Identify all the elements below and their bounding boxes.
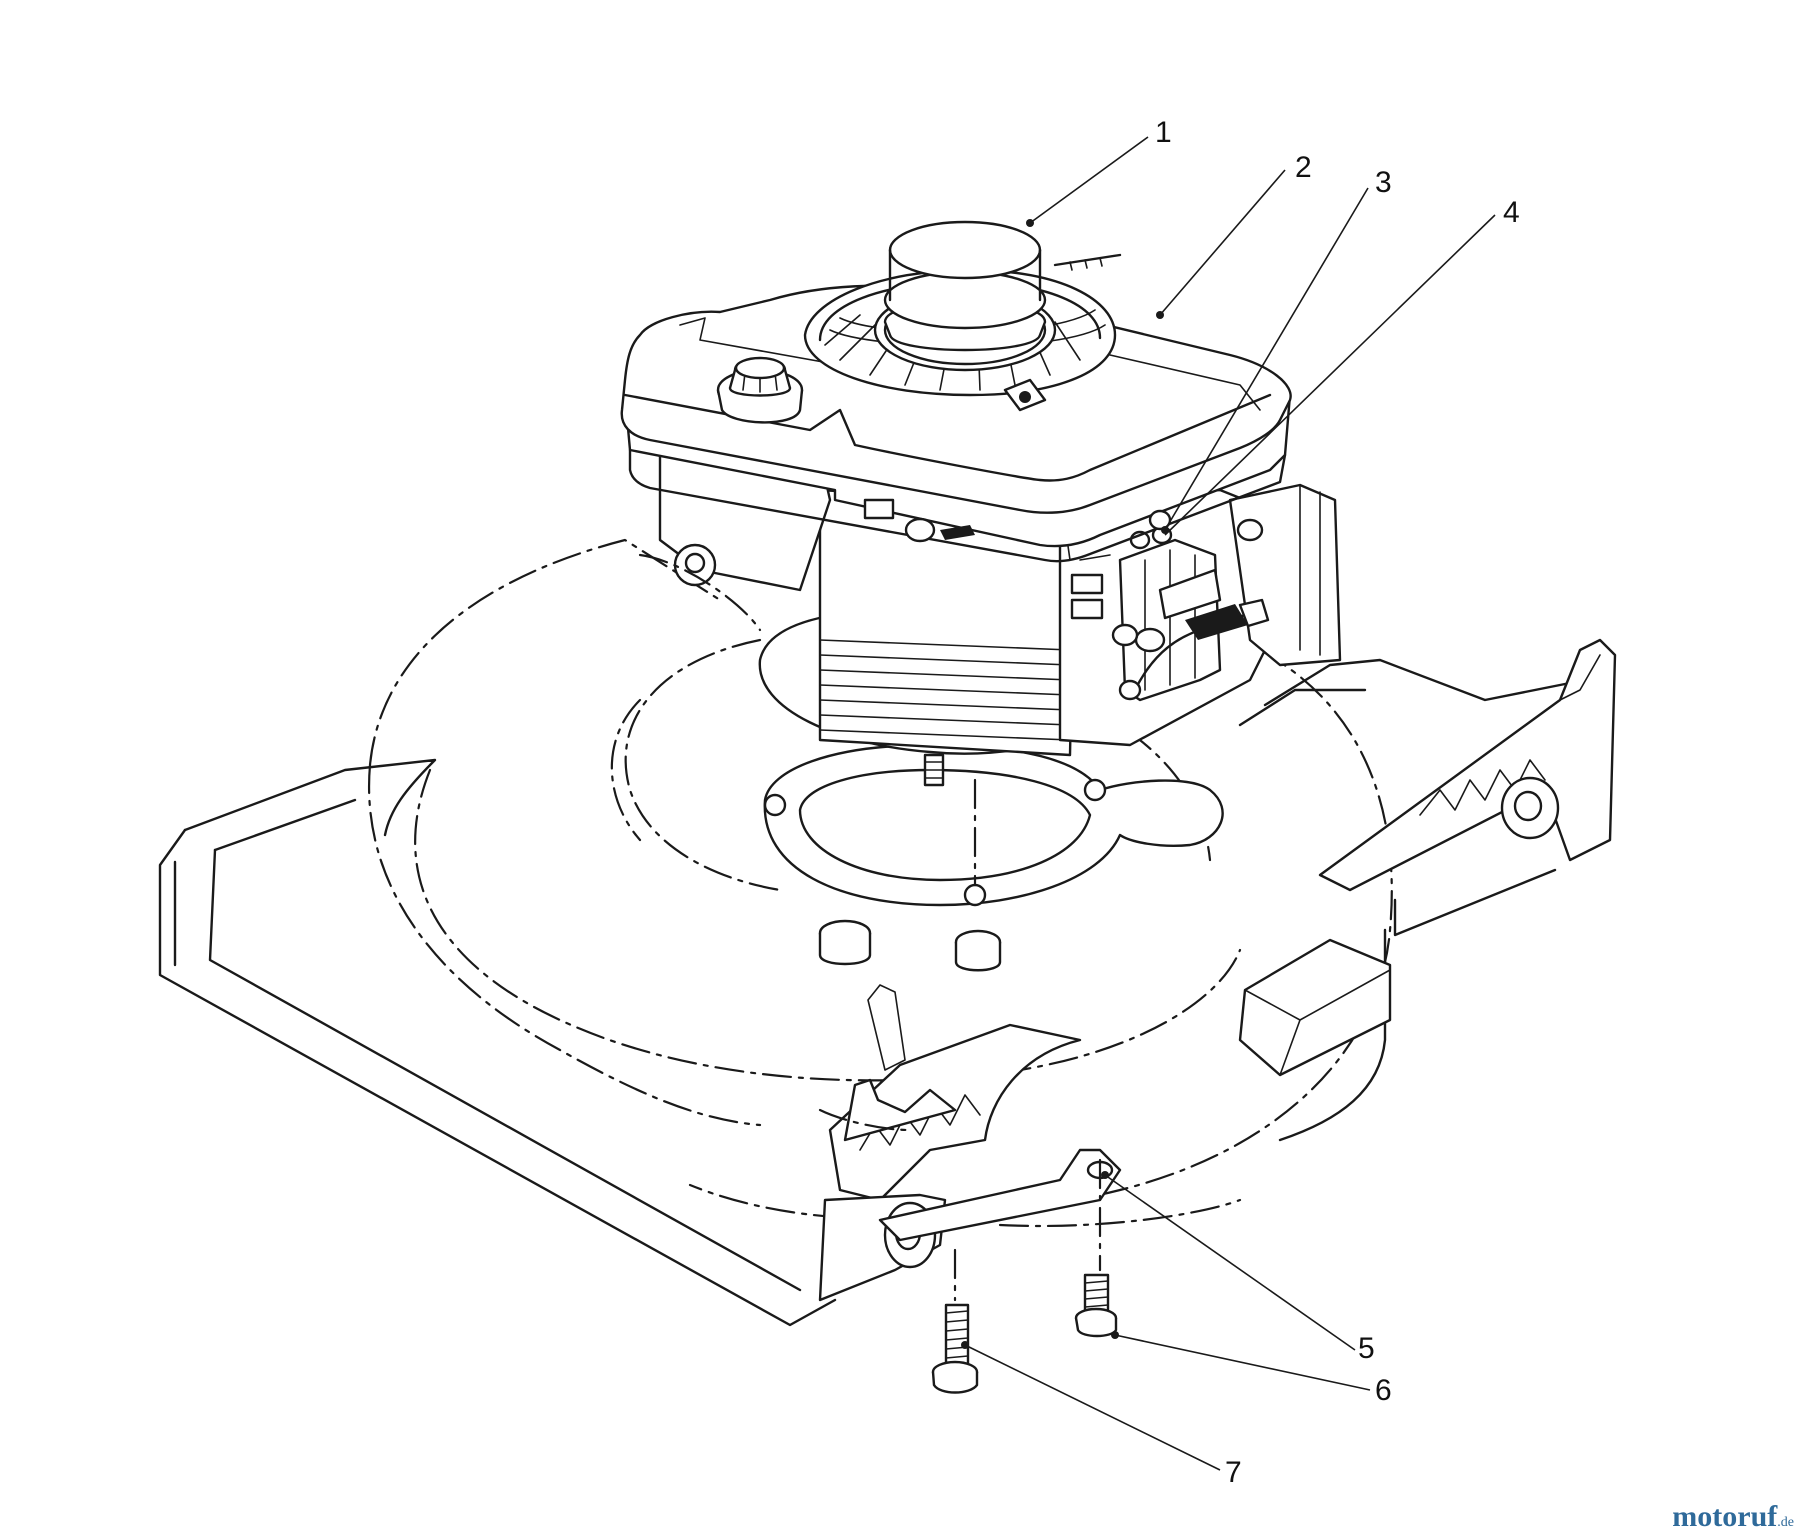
callout-1: 1 [1155,116,1172,149]
watermark-main-text: motoruf [1672,1500,1778,1533]
leader-lines [961,136,1496,1471]
callout-6: 6 [1375,1374,1392,1407]
mower-deck [158,538,1617,1327]
motoruf-watermark-logo: motoruf.de [1672,1502,1794,1532]
callout-labels: 1 2 3 4 5 6 7 [1155,116,1520,1489]
watermark-tld-text: .de [1777,1515,1794,1530]
bolt-6 [1074,1158,1118,1338]
callout-5: 5 [1358,1332,1375,1365]
engine-assembly [620,220,1342,787]
callout-2: 2 [1295,151,1312,184]
callout-3: 3 [1375,166,1392,199]
callout-7: 7 [1225,1456,1242,1489]
deck-plug-right [954,929,1002,972]
recoil-starter [803,220,1122,412]
deck-plug-left [818,919,872,966]
callout-4: 4 [1503,196,1520,229]
bolt-7 [931,1248,979,1394]
fuel-cap [716,356,804,424]
